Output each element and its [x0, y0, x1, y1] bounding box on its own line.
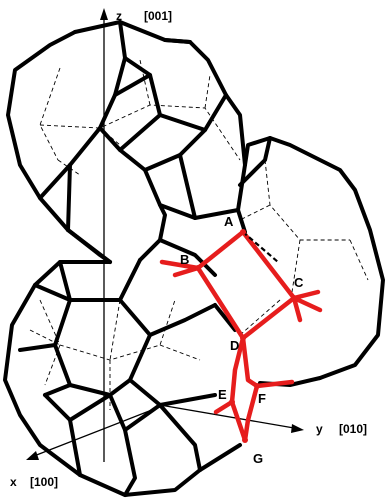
- y-axis-letter: y: [316, 422, 323, 436]
- path-segment-F-G: [245, 386, 257, 440]
- x-axis-arrowhead: [26, 451, 39, 460]
- visible-edges: [5, 22, 383, 495]
- path-segment-B-A: [198, 232, 243, 268]
- path-segment-E-G: [232, 402, 245, 440]
- path-segment-D-B: [198, 268, 243, 338]
- point-D-marker: [240, 335, 246, 341]
- point-G-marker: [242, 437, 248, 443]
- path-segment-A-C: [243, 232, 294, 298]
- y-axis-line: [160, 405, 294, 428]
- point-G-label: G: [253, 451, 263, 466]
- z-axis-letter: z: [116, 9, 122, 23]
- y-axis-arrowhead: [291, 424, 304, 433]
- point-B-marker: [195, 265, 201, 271]
- point-E-label: E: [218, 387, 227, 402]
- point-F-label: F: [258, 391, 266, 406]
- path-branch-C: [294, 292, 320, 320]
- path-segment-C-D: [243, 298, 294, 338]
- x-axis-direction: [100]: [30, 475, 58, 489]
- y-axis-direction: [010]: [339, 422, 367, 436]
- x-axis-line: [34, 406, 162, 456]
- point-F-marker: [254, 383, 260, 389]
- x-axis-letter: x: [10, 475, 17, 489]
- hidden-edges: [30, 60, 368, 410]
- path-segment-D-F: [243, 338, 257, 386]
- point-E-marker: [229, 399, 235, 405]
- point-C-marker: [291, 295, 297, 301]
- point-A-marker: [240, 229, 246, 235]
- point-C-label: C: [294, 275, 304, 290]
- point-B-label: B: [180, 252, 189, 267]
- z-axis-arrowhead: [100, 8, 108, 20]
- point-A-label: A: [224, 214, 234, 229]
- axis-labels: z [001] y [010] x [100]: [10, 9, 367, 489]
- z-axis-direction: [001]: [144, 9, 172, 23]
- point-D-label: D: [230, 338, 239, 353]
